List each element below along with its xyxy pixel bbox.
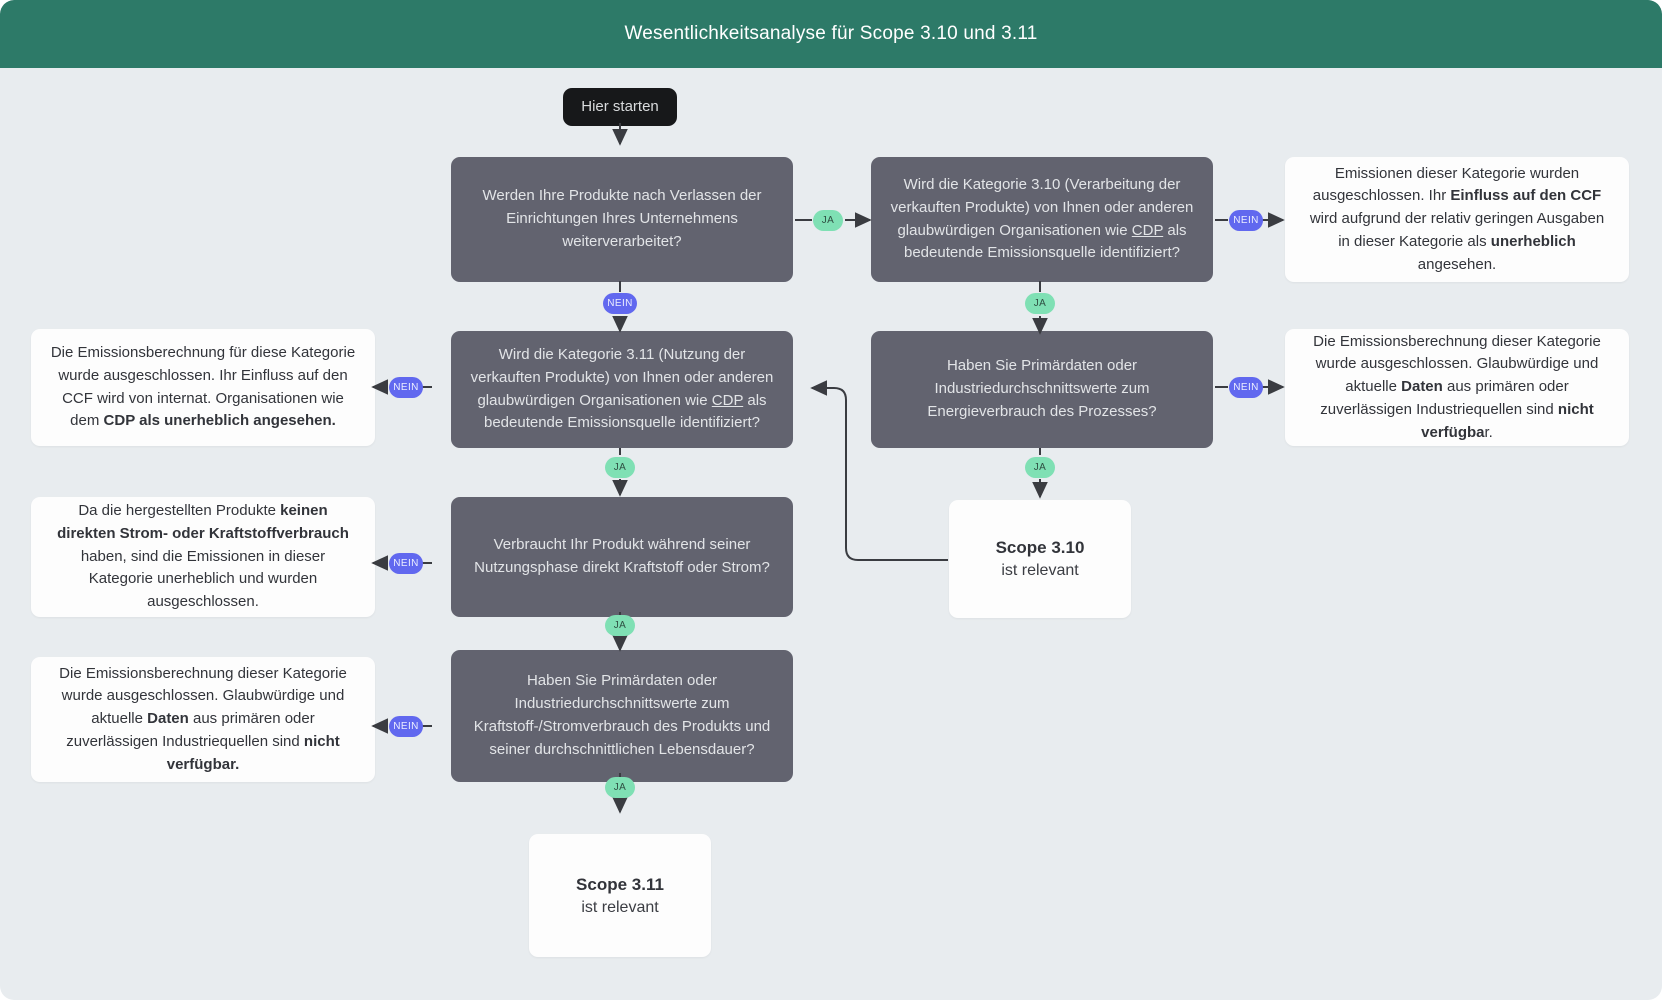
badge-q3-no: NEIN xyxy=(389,377,423,398)
badge-q5-yes: JA xyxy=(605,615,635,636)
node-outcome-311-ausgeschlossen[interactable]: Die Emissionsberechnung für diese Katego… xyxy=(31,329,375,446)
badge-q2-no: NEIN xyxy=(1229,210,1263,231)
node-o5-text: Die Emissionsberechnung dieser Kategorie… xyxy=(59,664,347,773)
node-outcome-daten-nicht-verfuegbar-310[interactable]: Die Emissionsberechnung dieser Kategorie… xyxy=(1285,329,1629,446)
badge-q4-yes: JA xyxy=(1025,457,1055,478)
node-o3-text: Die Emissionsberechnung dieser Kategorie… xyxy=(1313,332,1601,441)
node-result-scope-310[interactable]: Scope 3.10 ist relevant xyxy=(949,500,1131,618)
badge-q1-no: NEIN xyxy=(603,293,637,314)
node-start-label: Hier starten xyxy=(581,97,659,115)
badge-q3-yes: JA xyxy=(605,457,635,478)
badge-q5-no: NEIN xyxy=(389,553,423,574)
node-o2-text: Die Emissionsberechnung für diese Katego… xyxy=(50,343,356,430)
node-question-kategorie-311[interactable]: Wird die Kategorie 3.11 (Nutzung der ver… xyxy=(451,331,793,448)
node-outcome-310-ausgeschlossen[interactable]: Emissionen dieser Kategorie wurden ausge… xyxy=(1285,157,1629,282)
node-q2-text: Wird die Kategorie 3.10 (Verarbeitung de… xyxy=(890,175,1194,262)
node-r2-title: Scope 3.11 xyxy=(576,874,664,894)
node-r2-subtitle: ist relevant xyxy=(581,898,659,916)
node-r1-title: Scope 3.10 xyxy=(995,538,1085,557)
node-o1-text: Emissionen dieser Kategorie wurden ausge… xyxy=(1309,164,1605,273)
node-question-weiterverarbeitet[interactable]: Werden Ihre Produkte nach Verlassen der … xyxy=(451,157,793,282)
node-q4-text: Haben Sie Primärdaten oder Industriedurc… xyxy=(927,357,1157,420)
node-r1-subtitle: ist relevant xyxy=(1001,562,1079,579)
node-o4-text: Da die hergestellten Produkte keinen dir… xyxy=(57,502,349,611)
node-question-direkter-verbrauch[interactable]: Verbraucht Ihr Produkt während seiner Nu… xyxy=(451,497,793,617)
page-title: Wesentlichkeitsanalyse für Scope 3.10 un… xyxy=(624,23,1038,44)
node-q1-text: Werden Ihre Produkte nach Verlassen der … xyxy=(482,187,762,250)
node-question-kategorie-310[interactable]: Wird die Kategorie 3.10 (Verarbeitung de… xyxy=(871,157,1213,282)
node-outcome-daten-nicht-verfuegbar-311[interactable]: Die Emissionsberechnung dieser Kategorie… xyxy=(31,657,375,782)
badge-q2-yes: JA xyxy=(1025,293,1055,314)
node-result-scope-311[interactable]: Scope 3.11 ist relevant xyxy=(529,834,711,957)
node-q5-text: Verbraucht Ihr Produkt während seiner Nu… xyxy=(474,536,770,576)
node-question-primaerdaten-kraftstoff[interactable]: Haben Sie Primärdaten oder Industriedurc… xyxy=(451,650,793,782)
node-start[interactable]: Hier starten xyxy=(563,88,677,126)
node-question-primaerdaten-energie[interactable]: Haben Sie Primärdaten oder Industriedurc… xyxy=(871,331,1213,448)
node-q6-text: Haben Sie Primärdaten oder Industriedurc… xyxy=(473,672,771,758)
badge-q6-no: NEIN xyxy=(389,716,423,737)
badge-q6-yes: JA xyxy=(605,777,635,798)
badge-q4-no: NEIN xyxy=(1229,377,1263,398)
node-outcome-kein-direkter-verbrauch[interactable]: Da die hergestellten Produkte keinen dir… xyxy=(31,497,375,617)
node-q3-text: Wird die Kategorie 3.11 (Nutzung der ver… xyxy=(470,345,774,432)
page-header: Wesentlichkeitsanalyse für Scope 3.10 un… xyxy=(0,0,1662,68)
badge-q1-yes: JA xyxy=(813,210,843,231)
